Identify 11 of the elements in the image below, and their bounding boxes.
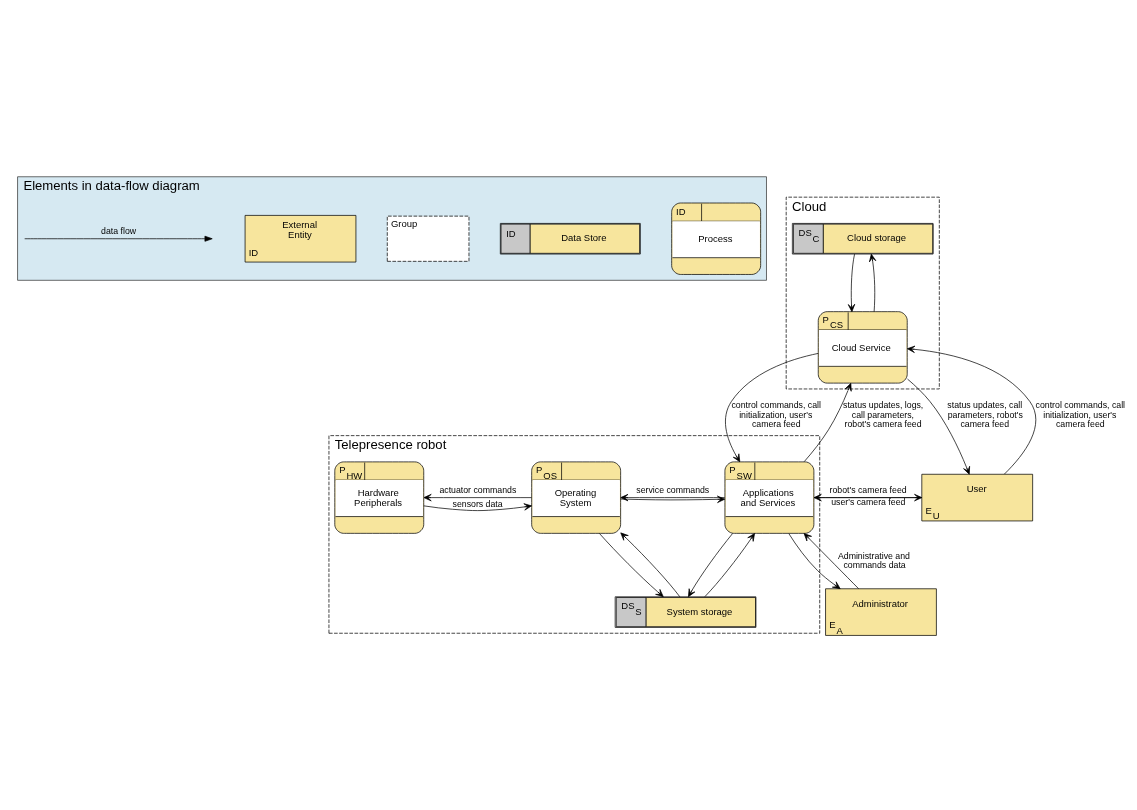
edge-label: control commands, call initialization, user's camera feed (1035, 400, 1126, 430)
edge-label: status updates, call parameters, robot's camera feed (947, 400, 1023, 430)
edge-label: sensors data (452, 498, 503, 509)
edge-label: actuator commands (439, 484, 517, 495)
legend-label: data flow (101, 226, 137, 237)
edge-label: Administrative and commands data (837, 550, 910, 571)
edge-label: service commands (636, 484, 710, 495)
edge-label: control commands, call initialization, user's camera feed (731, 400, 821, 430)
edge-label: status updates, logs, call parameters, robot's camera feed (843, 400, 924, 430)
edge-label: robot's camera feed (829, 484, 907, 495)
edge-label: user's camera feed (831, 496, 906, 507)
